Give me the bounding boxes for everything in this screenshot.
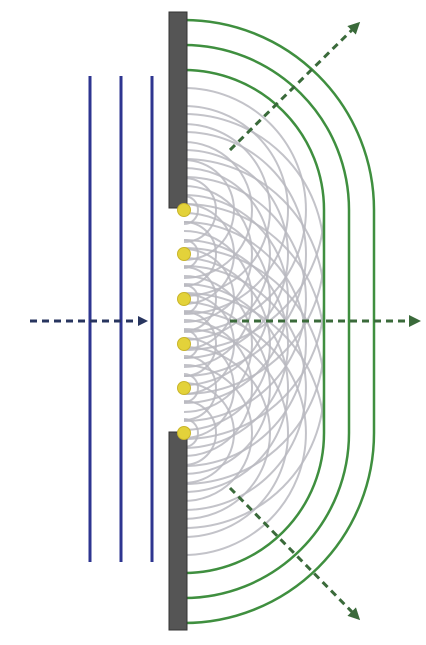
barrier-top: [168, 11, 188, 209]
wavelet-arc: [183, 177, 217, 243]
wavelet-arc: [183, 176, 307, 422]
wavelet-arc: [183, 141, 253, 279]
wavelet-arc: [183, 293, 235, 395]
barrier-bottom: [168, 431, 188, 631]
wavelet-arc: [183, 328, 289, 538]
source-point-group: [177, 203, 191, 440]
source-point: [177, 426, 191, 440]
source-point: [177, 247, 191, 261]
wavefront-envelope: [183, 43, 351, 600]
wavelet-arc: [183, 159, 235, 261]
incident-wavefront-group: [88, 76, 154, 562]
wavelet-arc: [183, 275, 253, 413]
source-point: [177, 337, 191, 351]
wavelet-arc: [183, 400, 217, 466]
upper-diffracted-arrow: [228, 21, 361, 152]
wavelet-arc: [183, 310, 307, 556]
wavelet-arc: [183, 230, 253, 368]
lower-diffracted-arrow: [228, 486, 361, 621]
wavelet-arc: [183, 311, 217, 377]
wavelet-arc: [183, 69, 325, 351]
wavelet-arc: [183, 355, 217, 421]
source-point: [177, 203, 191, 217]
wavelet-arc: [183, 418, 199, 448]
wavelet-arc: [183, 364, 253, 502]
wavelet-arc: [183, 221, 217, 287]
wavelet-arc: [183, 346, 271, 520]
wavelet-arc: [183, 266, 217, 332]
wavelet-arc: [183, 131, 307, 377]
wavefront-envelope: [183, 68, 326, 575]
source-point: [177, 292, 191, 306]
wavelet-arc: [183, 382, 235, 484]
source-point: [177, 381, 191, 395]
wavelet-arc: [183, 319, 253, 457]
